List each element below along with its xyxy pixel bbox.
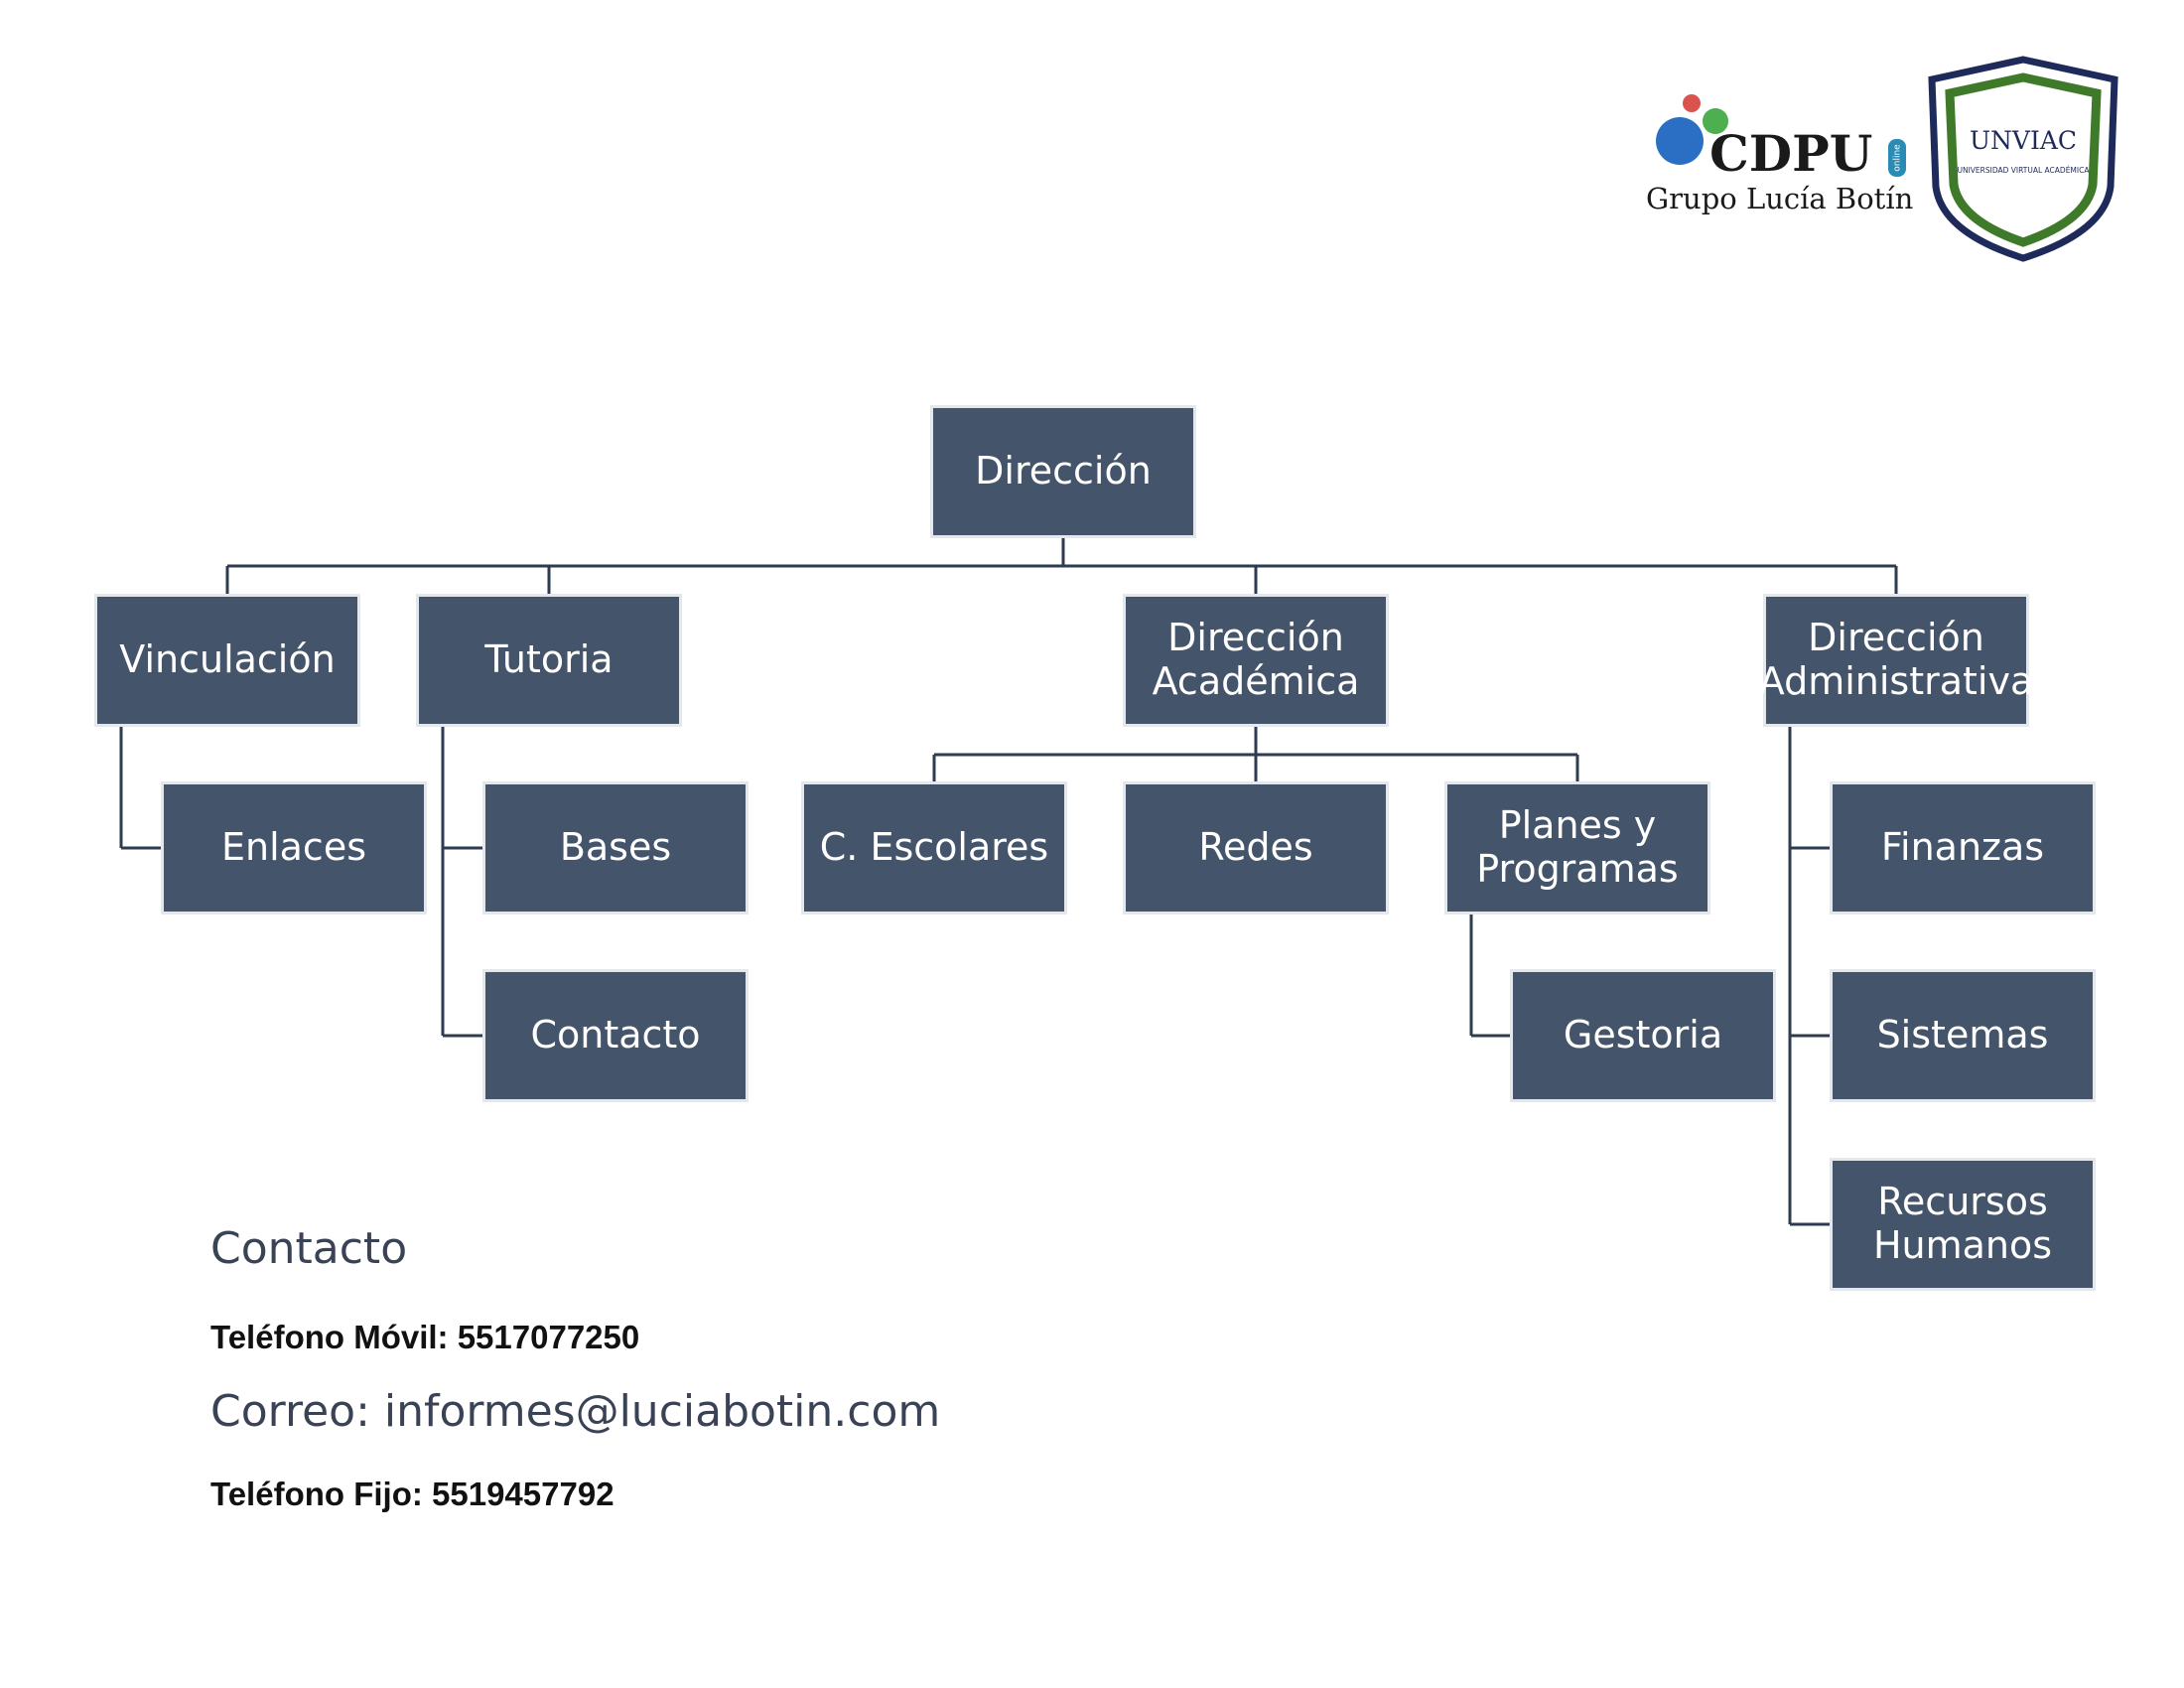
node-direccion-academica: Dirección Académica <box>1123 594 1389 727</box>
cdpu-group: Grupo Lucía Botín <box>1646 182 1913 215</box>
node-c-escolares: C. Escolares <box>801 781 1067 914</box>
cdpu-name: CDPU <box>1709 124 1872 183</box>
contact-title: Contacto <box>210 1223 408 1274</box>
contact-mobile: Teléfono Móvil: 5517077250 <box>210 1319 640 1355</box>
unviac-shield-logo: UNVIAC UNIVERSIDAD VIRTUAL ACADÉMICA <box>1928 56 2118 262</box>
node-enlaces: Enlaces <box>161 781 427 914</box>
node-tutoria: Tutoria <box>416 594 682 727</box>
logo-dot-green-icon <box>1703 108 1728 134</box>
node-redes: Redes <box>1123 781 1389 914</box>
cdpu-badge-icon <box>1888 139 1906 177</box>
node-gestoria: Gestoria <box>1510 969 1776 1102</box>
node-finanzas: Finanzas <box>1830 781 2096 914</box>
node-vinculacion: Vinculación <box>94 594 360 727</box>
logo-dot-blue-icon <box>1656 117 1704 165</box>
node-sistemas: Sistemas <box>1830 969 2096 1102</box>
node-recursos-humanos: Recursos Humanos <box>1830 1158 2096 1291</box>
logo-dot-red-icon <box>1683 94 1701 112</box>
node-direccion-administrativa: Dirección Administrativa <box>1759 594 2033 727</box>
node-planes-programas: Planes y Programas <box>1444 781 1710 914</box>
cdpu-logo: CDPU online Grupo Lucía Botín <box>1646 94 1913 215</box>
node-bases: Bases <box>482 781 749 914</box>
node-contacto: Contacto <box>482 969 749 1102</box>
contact-landline: Teléfono Fijo: 5519457792 <box>210 1476 614 1512</box>
cdpu-badge: online <box>1893 144 1903 172</box>
contact-email[interactable]: Correo: informes@luciabotin.com <box>210 1386 941 1437</box>
unviac-name: UNVIAC <box>1970 126 2077 155</box>
unviac-subtitle: UNIVERSIDAD VIRTUAL ACADÉMICA <box>1957 166 2090 175</box>
node-direccion: Dirección <box>930 405 1196 538</box>
shield-inner-icon <box>1945 72 2102 247</box>
